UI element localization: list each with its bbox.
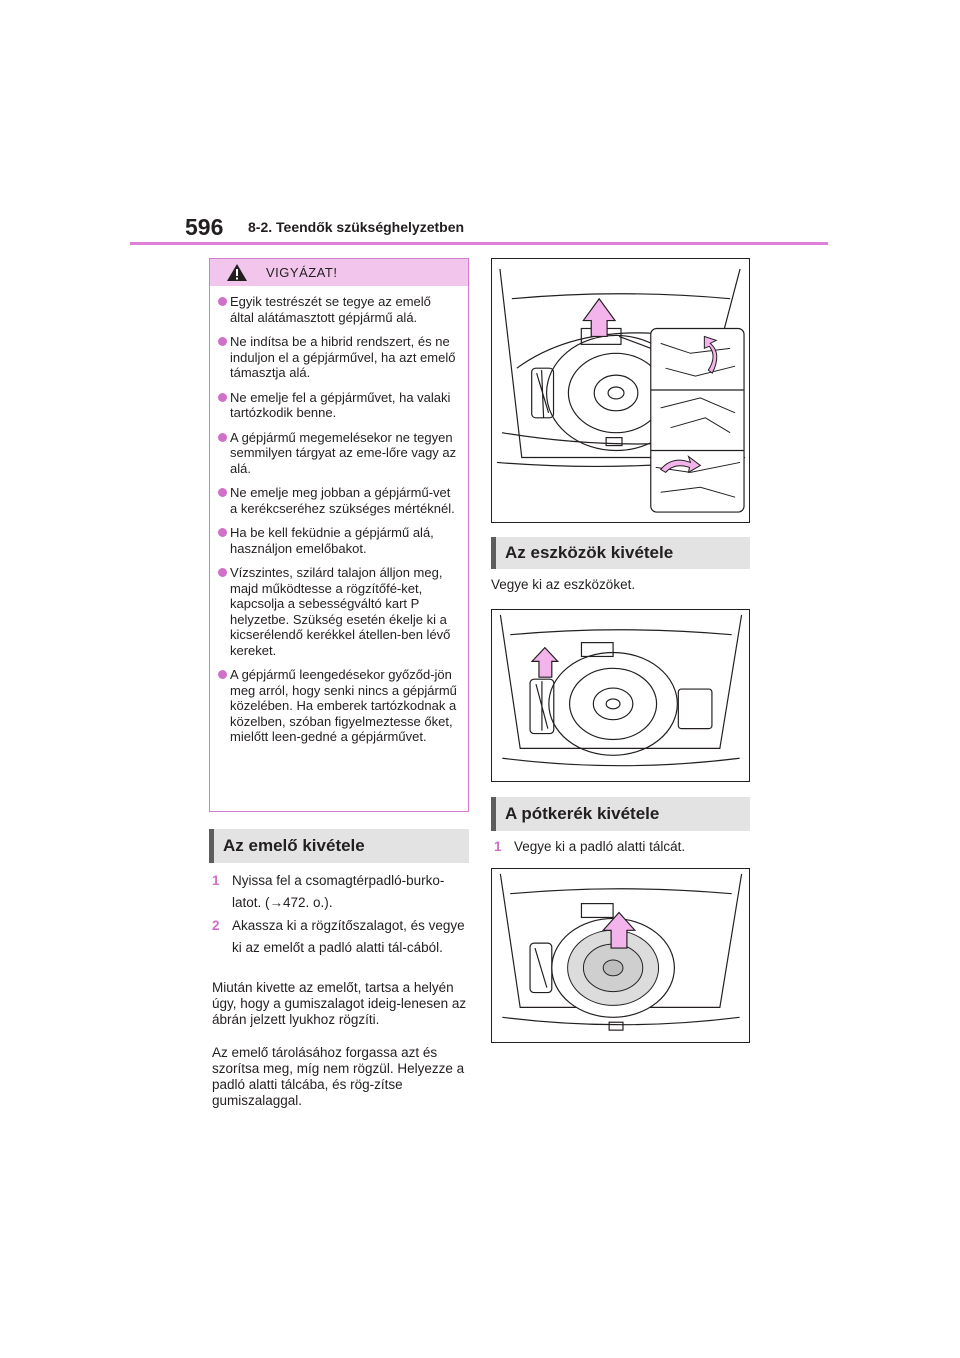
warning-item: A gépjármű megemelésekor ne tegyen semmi… <box>218 430 458 477</box>
trunk-tools-illustration <box>491 609 750 782</box>
trunk-tools-drawing <box>499 614 743 767</box>
warning-item: Vízszintes, szilárd talajon álljon meg, … <box>218 565 458 658</box>
trunk-spare-drawing <box>499 873 743 1031</box>
jack-section-heading: Az emelő kivétele <box>209 829 469 863</box>
jack-step-2: 2 Akassza ki a rögzítőszalagot, és vegye… <box>212 918 465 955</box>
warning-item: Ne indítsa be a hibrid rendszert, és ne … <box>218 334 458 381</box>
warning-title: VIGYÁZAT! <box>266 265 338 280</box>
warning-item: Ne emelje meg jobban a gépjármű-vet a ke… <box>218 485 458 516</box>
warning-item: Egyik testrészét se tegye az emelő által… <box>218 294 458 325</box>
warning-box: VIGYÁZAT! Egyik testrészét se tegye az e… <box>209 258 469 812</box>
warning-header: VIGYÁZAT! <box>210 259 468 286</box>
warning-triangle-icon <box>227 264 247 281</box>
spare-step-1: 1 Vegye ki a padló alatti tálcát. <box>494 839 686 854</box>
warning-item: Ha be kell feküdnie a gépjármű alá, hasz… <box>218 525 458 556</box>
trunk-jack-illustration <box>491 258 750 523</box>
header-rule <box>130 242 828 245</box>
trunk-jack-drawing <box>496 268 746 513</box>
tools-instruction: Vegye ki az eszközöket. <box>491 577 636 592</box>
tools-section-heading: Az eszközök kivétele <box>491 537 750 569</box>
spare-section-heading: A pótkerék kivétele <box>491 797 750 831</box>
section-title: 8-2. Teendők szükséghelyzetben <box>248 219 465 235</box>
page-number: 596 <box>185 214 224 240</box>
warning-list: Egyik testrészét se tegye az emelő által… <box>210 286 468 745</box>
jack-paragraph-1: Miután kivette az emelőt, tartsa a helyé… <box>212 980 467 1027</box>
jack-step-1: 1 Nyissa fel a csomagtérpadló-burko-lato… <box>212 873 445 910</box>
trunk-spare-illustration <box>491 868 750 1043</box>
warning-item: Ne emelje fel a gépjárművet, ha valaki t… <box>218 390 458 421</box>
jack-paragraph-2: Az emelő tárolásához forgassa azt és szo… <box>212 1045 465 1108</box>
warning-item: A gépjármű leengedésekor győződ-jön meg … <box>218 667 458 745</box>
